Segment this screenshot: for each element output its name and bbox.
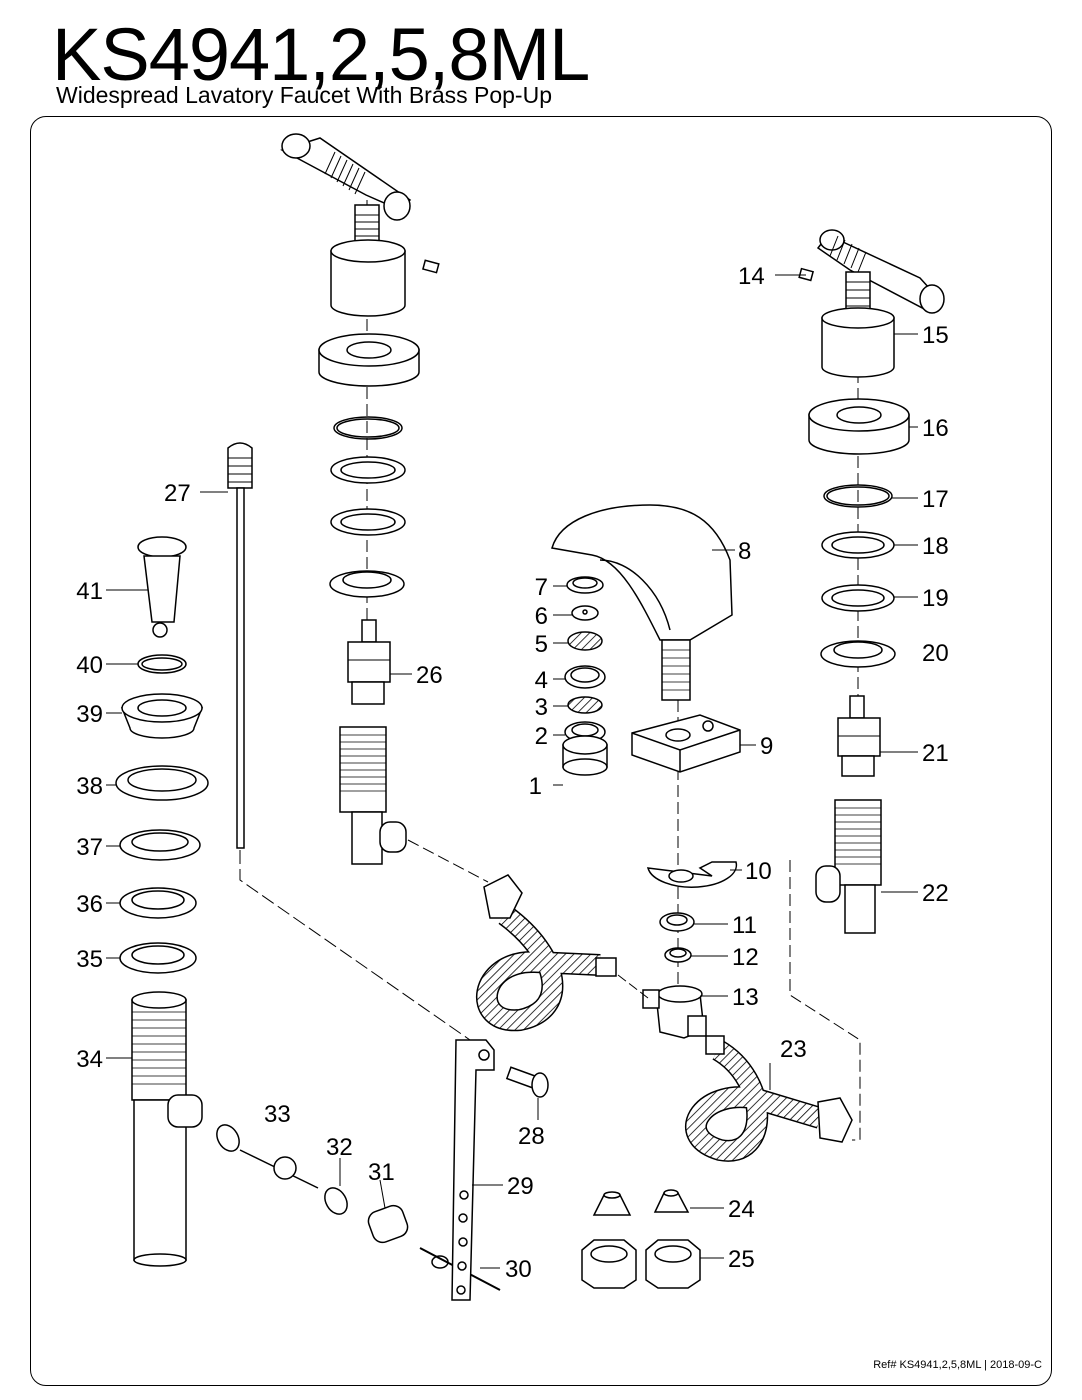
drain-washer-35 — [119, 942, 197, 974]
aerator-1 — [562, 735, 608, 776]
part-label-9: 9 — [760, 733, 773, 760]
right-handle-base-15 — [821, 307, 895, 378]
part-label-38: 38 — [76, 773, 103, 800]
part-label-13: 13 — [732, 984, 759, 1011]
drain-body — [131, 991, 203, 1267]
ball-rod — [239, 1149, 319, 1189]
part-label-27: 27 — [164, 480, 191, 507]
part-label-32: 32 — [326, 1134, 353, 1161]
compression-nut-25b — [645, 1239, 701, 1289]
aerator-3 — [567, 696, 603, 714]
document-title: KS4941,2,5,8ML — [52, 13, 590, 96]
left-washer-1 — [333, 416, 403, 440]
right-washer-19 — [821, 584, 895, 612]
part-label-36: 36 — [76, 891, 103, 918]
part-label-17: 17 — [922, 486, 949, 513]
aerator-6 — [571, 605, 599, 621]
pivot-nut-31 — [367, 1204, 409, 1244]
spout-base-9 — [631, 714, 741, 773]
part-label-11: 11 — [732, 912, 757, 939]
part-label-24: 24 — [728, 1196, 755, 1223]
part-label-2: 2 — [535, 723, 548, 750]
drain-washer-38 — [115, 765, 209, 801]
part-label-37: 37 — [76, 834, 103, 861]
tee-13 — [642, 985, 707, 1039]
part-label-19: 19 — [922, 585, 949, 612]
compression-nut-25a — [581, 1239, 637, 1289]
drain-washer-40 — [137, 654, 187, 674]
part-label-40: 40 — [76, 652, 103, 679]
right-handle — [816, 229, 945, 315]
part-label-12: 12 — [732, 944, 759, 971]
ball-rod-seal-33 — [216, 1124, 240, 1152]
part-label-33: 33 — [264, 1101, 291, 1128]
part-label-31: 31 — [368, 1159, 395, 1186]
hose-left — [475, 874, 617, 1032]
horseshoe-washer-10 — [646, 861, 738, 888]
part-label-35: 35 — [76, 946, 103, 973]
part-label-8: 8 — [738, 538, 751, 565]
strap-screw-28 — [505, 1066, 549, 1098]
drain-washer-36 — [119, 887, 197, 919]
aerator-4 — [564, 665, 606, 689]
reference-number: Ref# KS4941,2,5,8ML | 2018-09-C — [873, 1359, 1042, 1371]
part-label-7: 7 — [535, 574, 548, 601]
part-label-21: 21 — [922, 740, 949, 767]
part-label-39: 39 — [76, 701, 103, 728]
part-label-26: 26 — [416, 662, 443, 689]
left-handle-base — [330, 239, 406, 317]
part-label-23: 23 — [780, 1036, 807, 1063]
left-escutcheon — [318, 333, 420, 387]
part-label-5: 5 — [535, 631, 548, 658]
part-label-34: 34 — [76, 1046, 103, 1073]
left-valve-body — [339, 726, 407, 865]
right-escutcheon-16 — [808, 398, 910, 455]
extension-strap-29 — [451, 1039, 495, 1301]
aerator-7 — [566, 576, 604, 594]
left-washer-4 — [329, 570, 405, 598]
right-set-screw-14 — [798, 267, 815, 282]
right-washer-18 — [821, 531, 895, 559]
left-set-screw — [422, 259, 440, 274]
part-label-3: 3 — [535, 694, 548, 721]
part-label-22: 22 — [922, 880, 949, 907]
right-washer-20 — [820, 640, 896, 668]
part-label-4: 4 — [535, 667, 548, 694]
part-label-20: 20 — [922, 640, 949, 667]
pop-up-stopper — [137, 536, 187, 638]
part-label-29: 29 — [507, 1173, 534, 1200]
right-cartridge-21 — [837, 695, 881, 777]
lift-rod — [227, 442, 253, 849]
part-label-18: 18 — [922, 533, 949, 560]
spout-8 — [551, 504, 733, 701]
ball-rod-washer-32 — [324, 1187, 348, 1215]
part-label-16: 16 — [922, 415, 949, 442]
right-valve-body-22 — [815, 799, 882, 934]
part-label-14: 14 — [738, 263, 765, 290]
left-washer-2 — [330, 456, 406, 484]
ferrule-24a — [592, 1191, 632, 1216]
right-washer-17 — [823, 484, 893, 508]
ferrule-24b — [653, 1189, 690, 1213]
left-cartridge — [347, 619, 391, 705]
part-label-6: 6 — [535, 603, 548, 630]
diagram-frame — [30, 116, 1052, 1386]
drain-washer-37 — [119, 829, 201, 861]
left-washer-3 — [330, 508, 406, 536]
part-label-15: 15 — [922, 322, 949, 349]
part-label-25: 25 — [728, 1246, 755, 1273]
part-label-30: 30 — [505, 1256, 532, 1283]
part-label-28: 28 — [518, 1123, 545, 1150]
lock-nut-11 — [659, 912, 695, 932]
part-label-41: 41 — [76, 578, 103, 605]
part-label-1: 1 — [529, 773, 542, 800]
aerator-5 — [567, 631, 603, 651]
document-subtitle: Widespread Lavatory Faucet With Brass Po… — [56, 82, 552, 108]
drain-flange-39 — [120, 693, 204, 739]
washer-12 — [664, 947, 692, 963]
part-label-10: 10 — [745, 858, 772, 885]
left-handle — [280, 133, 412, 246]
hose-right-23 — [685, 1035, 853, 1162]
